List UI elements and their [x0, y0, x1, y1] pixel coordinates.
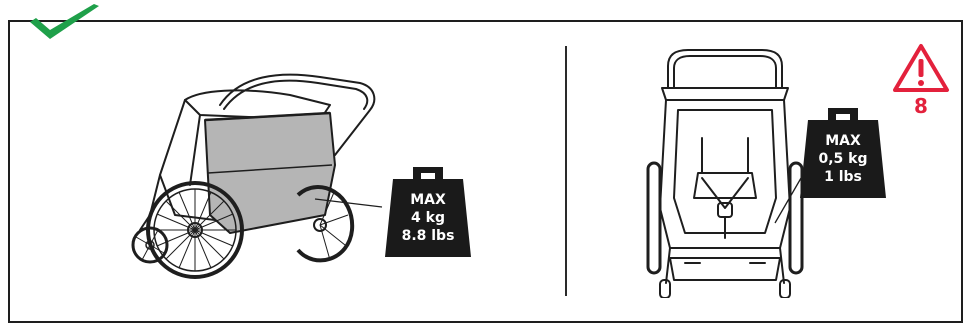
- weight-label-max: MAX: [410, 192, 446, 208]
- stroller-front-illustration: [646, 49, 809, 298]
- warning-number: 8: [914, 94, 928, 118]
- weight-label-lbs: 1 lbs: [824, 169, 862, 185]
- warning-badge: 8: [891, 42, 951, 122]
- weight-label-kg: 0,5 kg: [818, 151, 868, 167]
- diagram-frame: [8, 20, 963, 323]
- weight-label-lbs: 8.8 lbs: [401, 228, 455, 244]
- stroller-side-illustration: [131, 73, 383, 279]
- weight-label-kg: 4 kg: [411, 210, 445, 226]
- panel-divider: [565, 46, 567, 296]
- checkmark-icon: [30, 4, 99, 39]
- warning-triangle-icon: [893, 44, 949, 92]
- weight-label-max: MAX: [825, 133, 861, 149]
- weight-icon: MAX 4 kg 8.8 lbs: [383, 163, 473, 259]
- weight-icon: MAX 0,5 kg 1 lbs: [798, 104, 888, 200]
